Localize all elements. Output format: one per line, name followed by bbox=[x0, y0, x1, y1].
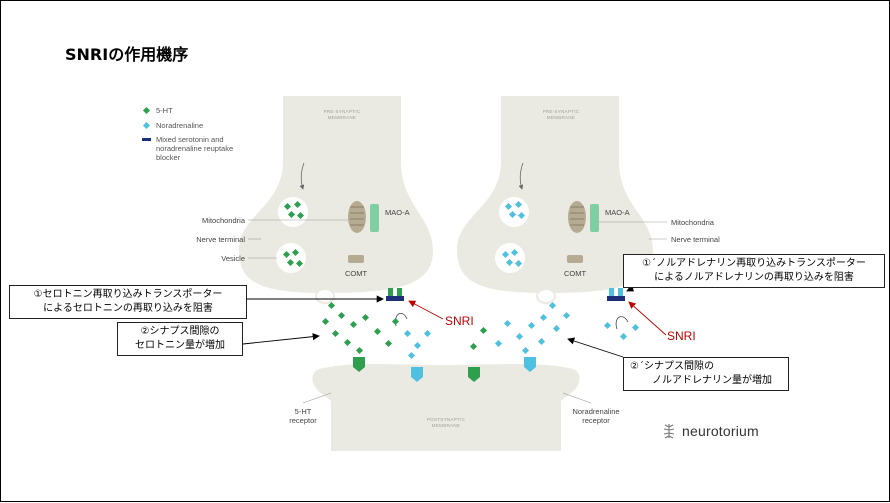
postsynaptic-neuron bbox=[312, 364, 580, 451]
nerve-terminal-left-label: Nerve terminal bbox=[196, 235, 245, 244]
callout-right-increase-line1: ②´シナプス間隙の bbox=[630, 361, 714, 372]
5ht-receptor-label: 5-HT bbox=[295, 407, 312, 416]
vesicle-label: Vesicle bbox=[221, 254, 245, 263]
mao-a-left bbox=[370, 204, 379, 232]
presynaptic-neuron-left bbox=[239, 96, 433, 293]
snri-label-left: SNRI bbox=[445, 314, 474, 328]
mao-a-left-label: MAO-A bbox=[385, 208, 410, 217]
mitochondria-right-label: Mitochondria bbox=[671, 218, 715, 227]
mao-a-right-label: MAO-A bbox=[605, 208, 630, 217]
snri-arrow-right bbox=[628, 301, 667, 336]
callout-left-increase-line1: ②シナプス間隙の bbox=[140, 326, 220, 337]
release-site-left bbox=[315, 288, 335, 304]
vesicle-right-lower bbox=[495, 243, 525, 273]
mitochondria-left-cristae bbox=[350, 206, 364, 226]
callout-right-block: ①´ノルアドレナリン再取り込みトランスポーター によるノルアドレナリンの再取り込… bbox=[623, 254, 885, 288]
legend-5ht-label: 5-HT bbox=[156, 106, 173, 115]
legend-na-swatch bbox=[142, 121, 151, 130]
slide-title: SNRIの作用機序 bbox=[65, 45, 189, 64]
callout-arrow-left-increase bbox=[242, 333, 320, 345]
callout-left-block-line1: ①セロトニン再取り込みトランスポーター bbox=[33, 289, 223, 300]
callout-right-increase-line2: ノルアドレナリン量が増加 bbox=[652, 375, 772, 386]
vesicle-left-5ht-molecules bbox=[282, 200, 305, 268]
noradrenaline-transporter-blocked bbox=[607, 288, 625, 301]
nerve-terminal-right-label: Nerve terminal bbox=[671, 235, 720, 244]
callout-left-increase-line2: セロトニン量が増加 bbox=[135, 340, 225, 351]
comt-left bbox=[348, 255, 364, 263]
legend-na-label: Noradrenaline bbox=[156, 121, 203, 130]
legend-blocker-swatch bbox=[142, 138, 151, 141]
brand-name: neurotorium bbox=[682, 423, 759, 439]
5ht-receptor-label-2: receptor bbox=[289, 416, 317, 425]
mitochondria-left-label: Mitochondria bbox=[202, 216, 246, 225]
na-receptor-left bbox=[411, 367, 423, 382]
comt-right-label: COMT bbox=[564, 269, 586, 278]
vesicle-left-upper bbox=[278, 197, 308, 227]
mao-a-right bbox=[590, 204, 599, 232]
neurotorium-brand: neurotorium bbox=[661, 423, 759, 439]
membrane-label-pre-left-2: MEMBRANE bbox=[328, 115, 356, 120]
callout-right-increase: ②´シナプス間隙の ノルアドレナリン量が増加 bbox=[623, 357, 789, 391]
leader-na-receptor bbox=[562, 392, 592, 404]
membrane-label-pre-right-2: MEMBRANE bbox=[547, 115, 575, 120]
comt-left-label: COMT bbox=[345, 269, 367, 278]
synthesis-arrow-left bbox=[299, 162, 305, 190]
membrane-label-post: POSTSYNAPTIC bbox=[427, 417, 466, 422]
neurotorium-logo-icon bbox=[663, 424, 675, 439]
callout-arrow-right-increase bbox=[567, 337, 624, 358]
legend-blocker-label-1: Mixed serotonin and bbox=[156, 135, 224, 144]
mitochondria-right bbox=[568, 201, 586, 233]
5ht-receptor-right bbox=[468, 367, 480, 382]
vesicle-left-lower bbox=[276, 243, 306, 273]
release-site-right bbox=[536, 288, 556, 304]
callout-left-block-line2: によるセロトニンの再取り込みを阻害 bbox=[43, 303, 213, 314]
callout-left-block: ①セロトニン再取り込みトランスポーター によるセロトニンの再取り込みを阻害 bbox=[9, 285, 247, 319]
membrane-label-pre-right: PRE-SYNAPTIC bbox=[543, 109, 580, 114]
snri-label-right: SNRI bbox=[667, 329, 696, 343]
cleft-5ht-molecules bbox=[321, 301, 488, 355]
legend-blocker-label-3: blocker bbox=[156, 153, 181, 162]
membrane-label-post-2: MEMBRANE bbox=[432, 423, 460, 428]
membrane-label-pre-left: PRE-SYNAPTIC bbox=[324, 109, 361, 114]
callout-right-block-line1: ①´ノルアドレナリン再取り込みトランスポーター bbox=[642, 258, 866, 269]
mitochondria-right-cristae bbox=[570, 206, 584, 226]
callout-left-increase: ②シナプス間隙の セロトニン量が増加 bbox=[117, 322, 243, 356]
legend-5ht-swatch bbox=[142, 106, 151, 115]
na-receptor-label: Noradrenaline bbox=[572, 407, 619, 416]
comt-right bbox=[567, 255, 583, 263]
mitochondria-left bbox=[348, 201, 366, 233]
serotonin-transporter-blocked bbox=[386, 288, 404, 301]
na-receptor-right bbox=[524, 357, 536, 372]
na-receptor-label-2: receptor bbox=[582, 416, 610, 425]
leader-5ht-receptor bbox=[302, 392, 332, 404]
vesicle-right-na-molecules bbox=[501, 200, 526, 268]
vesicle-right-upper bbox=[499, 197, 529, 227]
synthesis-arrow-right bbox=[518, 162, 524, 190]
5ht-receptor-left bbox=[353, 357, 365, 372]
reuptake-arrow-right bbox=[615, 316, 629, 330]
cleft-na-molecules bbox=[403, 301, 640, 360]
callout-right-block-line2: によるノルアドレナリンの再取り込みを阻害 bbox=[654, 272, 854, 283]
snri-arrow-left bbox=[408, 300, 444, 320]
legend-blocker-label-2: noradrenaline reuptake bbox=[156, 144, 233, 153]
